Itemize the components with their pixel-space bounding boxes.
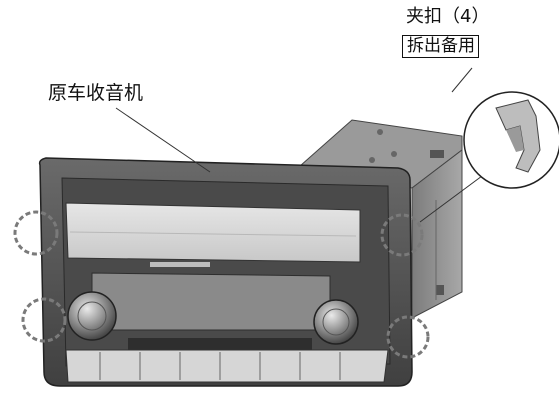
radio-label: 原车收音机 (48, 82, 144, 104)
clip-label: 夹扣（4） (406, 6, 490, 27)
dashed-circle-icon (21, 297, 67, 343)
dashed-circle-icon (380, 213, 424, 257)
dashed-circle-icon (13, 210, 59, 256)
spare-label: 拆出备用 (402, 35, 479, 58)
magnifier-circle-icon (419, 67, 559, 223)
clip-markers (13, 210, 430, 359)
dashed-circle-icon (386, 315, 430, 359)
radio-bezel (38, 157, 413, 387)
left-knob (67, 291, 117, 341)
right-knob (313, 299, 359, 345)
radio-callout-line (115, 107, 211, 173)
